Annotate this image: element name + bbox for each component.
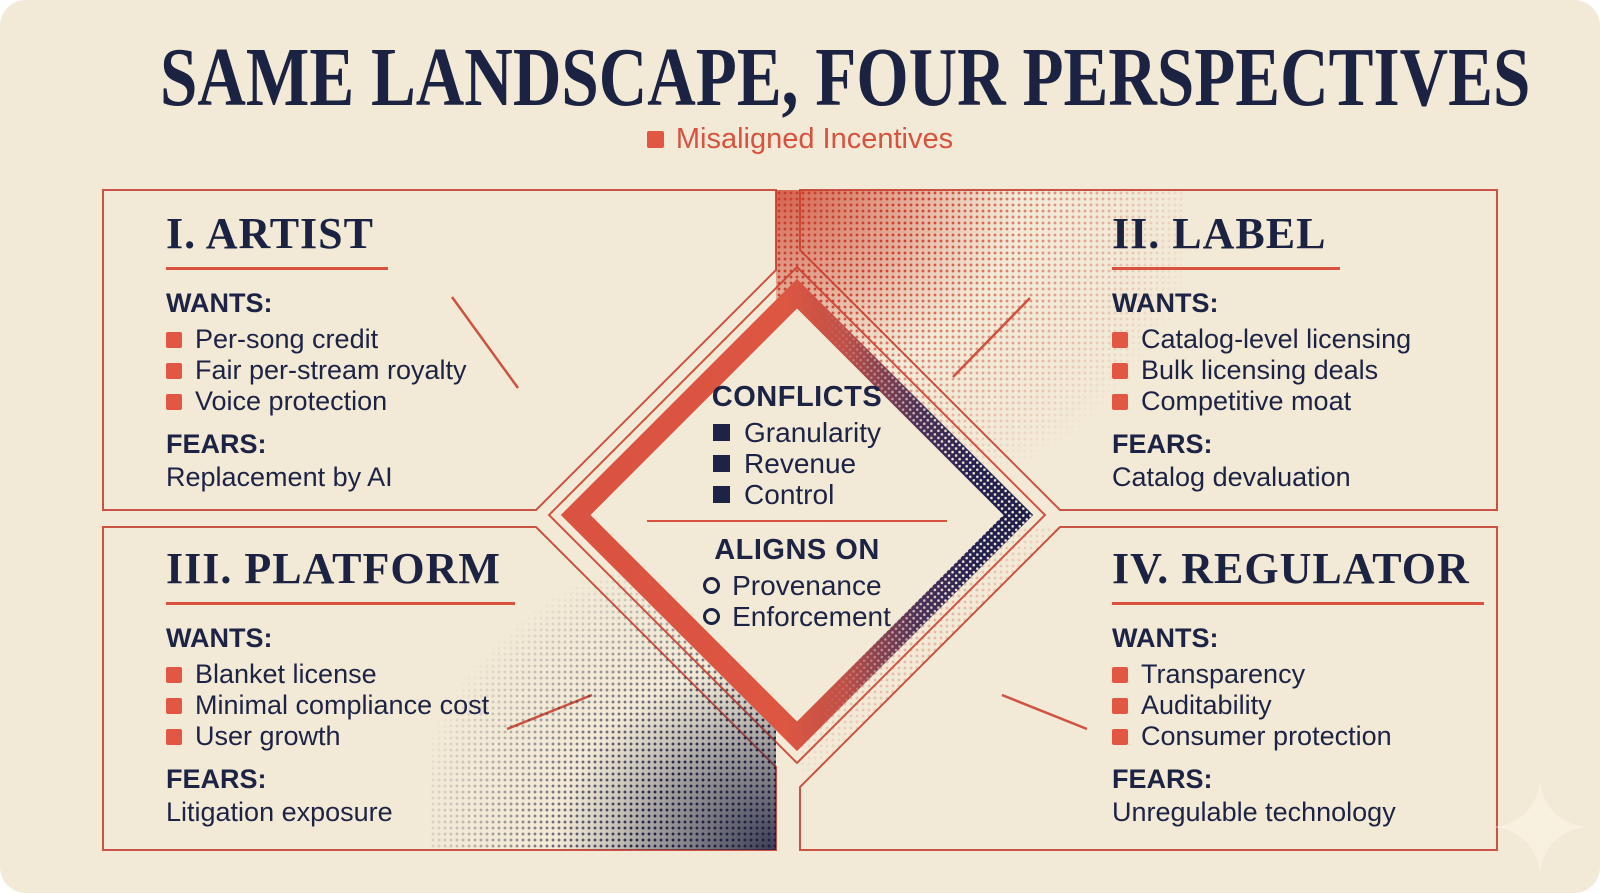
list-item: Competitive moat	[1112, 386, 1600, 417]
list-item: Enforcement	[703, 601, 891, 632]
list-item-label: Transparency	[1141, 659, 1306, 690]
align-circle-icon	[703, 608, 721, 625]
list-item-label: User growth	[195, 721, 341, 752]
list-item: Minimal compliance cost	[166, 690, 726, 721]
list-item: Control	[713, 479, 881, 510]
wants-label: WANTS:	[166, 288, 273, 319]
list-item: Voice protection	[166, 386, 726, 417]
bullet-square-icon	[166, 362, 182, 379]
list-item-label: Minimal compliance cost	[195, 690, 490, 721]
wants-list: Transparency Auditability Consumer prote…	[1112, 659, 1600, 752]
quadrant-title: I. ARTIST	[166, 209, 388, 271]
wants-list: Per-song credit Fair per-stream royalty …	[166, 324, 726, 417]
conflict-square-icon	[713, 455, 731, 472]
fears-label: FEARS:	[166, 429, 267, 460]
list-item: Per-song credit	[166, 324, 726, 355]
fear-text: Replacement by AI	[166, 462, 393, 493]
fears-label: FEARS:	[1112, 429, 1213, 460]
list-item-label: Voice protection	[195, 386, 388, 417]
bullet-square-icon	[1112, 728, 1128, 745]
list-item-label: Competitive moat	[1141, 386, 1352, 417]
bullet-square-icon	[166, 393, 182, 410]
ray-line	[450, 296, 520, 389]
quadrant-artist: I. ARTIST WANTS: Per-song credit Fair pe…	[166, 209, 726, 493]
quadrant-regulator: IV. REGULATOR WANTS: Transparency Audita…	[1112, 544, 1600, 828]
fear-text: Litigation exposure	[166, 797, 393, 828]
subtitle: Misaligned Incentives	[0, 123, 1600, 156]
quadrant-label: II. LABEL WANTS: Catalog-level licensing…	[1112, 209, 1600, 493]
list-item: Transparency	[1112, 659, 1600, 690]
sparkle-icon	[1495, 782, 1585, 872]
list-item-label: Per-song credit	[195, 324, 379, 355]
list-item: Bulk licensing deals	[1112, 355, 1600, 386]
list-item-label: Revenue	[744, 448, 857, 479]
center-content: CONFLICTS Granularity Revenue Control AL…	[617, 381, 977, 632]
list-item-label: Granularity	[744, 417, 881, 448]
list-item: Fair per-stream royalty	[166, 355, 726, 386]
fear-text: Catalog devaluation	[1112, 462, 1351, 493]
bullet-square-icon	[166, 728, 182, 745]
list-item: User growth	[166, 721, 726, 752]
bullet-square-icon	[166, 697, 182, 714]
list-item: Provenance	[703, 570, 891, 601]
list-item: Consumer protection	[1112, 721, 1600, 752]
list-item-label: Consumer protection	[1141, 721, 1392, 752]
center-divider	[647, 520, 947, 522]
aligns-list: Provenance Enforcement	[703, 570, 891, 632]
list-item: Catalog-level licensing	[1112, 324, 1600, 355]
list-item-label: Bulk licensing deals	[1141, 355, 1379, 386]
quadrant-title: IV. REGULATOR	[1112, 544, 1484, 606]
wants-list: Catalog-level licensing Bulk licensing d…	[1112, 324, 1600, 417]
wants-list: Blanket license Minimal compliance cost …	[166, 659, 726, 752]
bullet-square-icon	[166, 666, 182, 683]
bullet-square-icon	[1112, 666, 1128, 683]
list-item-label: Control	[744, 479, 835, 510]
fears-label: FEARS:	[166, 764, 267, 795]
subtitle-label: Misaligned Incentives	[675, 123, 954, 155]
list-item-label: Blanket license	[195, 659, 377, 690]
conflicts-list: Granularity Revenue Control	[713, 417, 881, 510]
list-item: Blanket license	[166, 659, 726, 690]
wants-label: WANTS:	[1112, 623, 1219, 654]
ray-line	[1001, 693, 1088, 731]
list-item: Granularity	[713, 417, 881, 448]
list-item-label: Auditability	[1141, 690, 1272, 721]
list-item-label: Provenance	[732, 570, 882, 601]
fear-text: Unregulable technology	[1112, 797, 1396, 828]
legend-square-icon	[646, 131, 664, 148]
quadrant-title: III. PLATFORM	[166, 544, 515, 606]
bullet-square-icon	[1112, 393, 1128, 410]
align-circle-icon	[703, 577, 721, 594]
aligns-heading: ALIGNS ON	[714, 534, 880, 566]
conflict-square-icon	[713, 486, 731, 503]
page-title: SAME LANDSCAPE, FOUR PERSPECTIVES	[160, 31, 1531, 124]
conflicts-heading: CONFLICTS	[711, 381, 883, 413]
list-item-label: Fair per-stream royalty	[195, 355, 467, 386]
bullet-square-icon	[1112, 331, 1128, 348]
list-item-label: Catalog-level licensing	[1141, 324, 1412, 355]
fears-label: FEARS:	[1112, 764, 1213, 795]
wants-label: WANTS:	[166, 623, 273, 654]
bullet-square-icon	[1112, 362, 1128, 379]
quadrant-title: II. LABEL	[1112, 209, 1341, 271]
wants-label: WANTS:	[1112, 288, 1219, 319]
conflict-square-icon	[713, 424, 731, 441]
list-item-label: Enforcement	[732, 601, 891, 632]
bullet-square-icon	[1112, 697, 1128, 714]
list-item: Auditability	[1112, 690, 1600, 721]
list-item: Revenue	[713, 448, 881, 479]
quadrant-regulator-box	[799, 526, 1498, 851]
bullet-square-icon	[166, 331, 182, 348]
